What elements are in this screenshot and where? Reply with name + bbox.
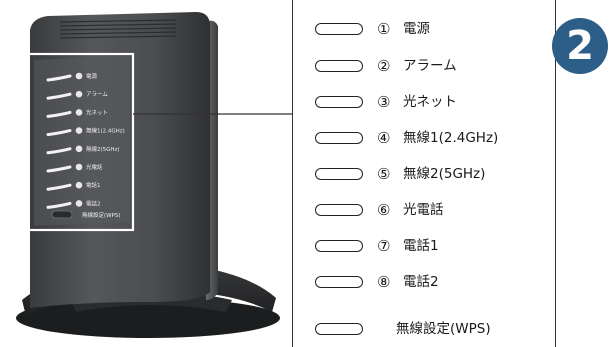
legend-label: 電話1 [403,238,439,254]
device-led-label: 光ネット [86,108,108,116]
led-bar [46,129,72,137]
led-bar [46,147,72,155]
led-pill-icon [315,132,363,144]
led-number-dot [75,109,83,116]
legend-label: 無線2(5GHz) [403,166,486,182]
top-vents [59,19,177,39]
legend-item: ⑥ 光電話 [293,199,557,221]
legend-item: ⑤ 無線2(5GHz) [293,163,557,185]
wps-button [51,210,73,219]
legend-number: ⑦ [377,237,391,255]
legend-label: 電話2 [403,274,439,290]
legend-item: ③ 光ネット [293,91,557,113]
legend-number: ③ [377,93,391,111]
legend-item: ② アラーム [293,55,557,77]
led-number-dot [75,145,83,153]
device-led-label: アラーム [86,91,108,98]
router-illustration: 電源アラーム光ネット無線1(2.4GHz)無線2(5GHz)光電話電話1電話2 … [10,12,292,338]
led-bar [46,74,72,82]
legend-item: ⑧ 電話2 [293,271,557,293]
legend-number: ① [377,20,391,38]
wps-pill-icon [315,323,363,335]
led-number-dot [75,181,83,189]
led-bar [46,201,72,209]
device-led-label: 電源 [86,72,98,80]
led-pill-icon [315,168,363,180]
legend-item: ⑦ 電話1 [293,235,557,257]
legend-number: ② [377,57,391,75]
legend-label: 光電話 [403,202,444,218]
led-number-dot [75,163,83,171]
step-number-badge: 2 [552,18,608,74]
legend-label: アラーム [403,58,457,74]
device-led-label: 電話1 [86,181,101,189]
legend-wps-label: 無線設定(WPS) [396,321,491,337]
legend-number: ⑤ [377,165,391,183]
led-number-dot [75,200,83,207]
device-led-label: 無線2(5GHz) [86,145,120,153]
led-pill-icon [315,96,363,108]
legend-number: ④ [377,129,391,147]
legend-item-wps: 無線設定(WPS) [293,318,557,340]
legend-item: ④ 無線1(2.4GHz) [293,127,557,149]
front-panel [34,56,130,226]
device-led-label: 光電話 [86,163,103,171]
led-bar [46,183,72,191]
led-pill-icon [315,276,363,288]
led-bar [46,92,72,100]
legend-panel: ① 電源 ② アラーム ③ 光ネット ④ 無線1(2.4GHz) ⑤ 無線2(5… [292,0,556,347]
callout-frame [10,52,135,232]
device-wps-label: 無線設定(WPS) [82,211,121,219]
device-led-label: 電話2 [86,199,101,207]
led-bar [46,110,72,118]
legend-number: ⑥ [377,201,391,219]
led-pill-icon [315,204,363,216]
legend-item: ① 電源 [293,18,557,40]
led-bar [46,165,72,173]
led-pill-icon [315,23,363,35]
led-number-dot [75,127,83,134]
led-number-dot [75,72,83,80]
legend-number: ⑧ [377,273,391,291]
legend-label: 光ネット [403,94,457,110]
legend-label: 電源 [403,21,430,37]
legend-label: 無線1(2.4GHz) [403,130,499,146]
device-led-label: 無線1(2.4GHz) [86,127,125,135]
led-pill-icon [315,240,363,252]
led-number-dot [75,90,83,98]
led-pill-icon [315,60,363,72]
